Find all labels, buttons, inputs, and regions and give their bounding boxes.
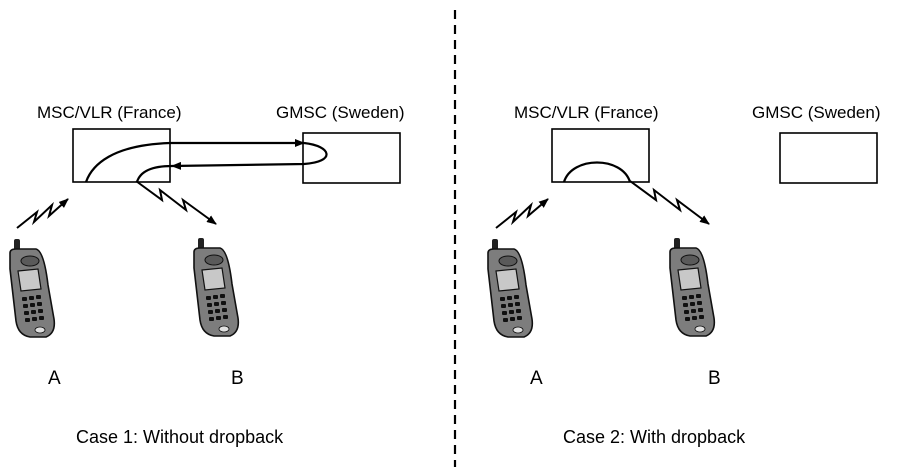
mobile-phone-icon	[9, 238, 56, 338]
case2-msc-label: MSC/VLR (France)	[514, 103, 659, 122]
mobile-phone-icon	[669, 237, 716, 337]
case1-phone-b-label: B	[231, 368, 244, 389]
case1-gmsc-label: GMSC (Sweden)	[276, 103, 404, 122]
case2-phone-a-label: A	[530, 368, 543, 389]
case2-local-route	[562, 161, 632, 183]
case1-msc-label: MSC/VLR (France)	[37, 103, 182, 122]
case1-phone-a-label: A	[48, 368, 61, 389]
case1-msc-box	[72, 128, 171, 183]
case1-route-to-gmsc	[84, 139, 305, 183]
case1-gmsc-box	[302, 132, 401, 184]
case1-group: MSC/VLR (France) GMSC (Sweden) A B Case …	[9, 103, 404, 447]
case2-msc-box	[551, 128, 650, 183]
radio-link-icon	[16, 198, 69, 229]
case2-gmsc-label: GMSC (Sweden)	[752, 103, 880, 122]
case2-phone-b-label: B	[708, 368, 721, 389]
radio-link-icon	[135, 180, 217, 225]
radio-link-icon	[495, 198, 549, 229]
mobile-phone-icon	[193, 237, 240, 337]
case2-group: MSC/VLR (France) GMSC (Sweden) A B Case …	[487, 103, 880, 447]
case2-gmsc-box	[779, 132, 878, 184]
case1-route-back	[171, 141, 328, 170]
mobile-phone-icon	[487, 238, 534, 338]
case1-caption: Case 1: Without dropback	[76, 427, 284, 447]
case2-caption: Case 2: With dropback	[563, 427, 746, 447]
case1-route-to-b	[135, 164, 173, 183]
radio-link-icon	[629, 180, 710, 225]
